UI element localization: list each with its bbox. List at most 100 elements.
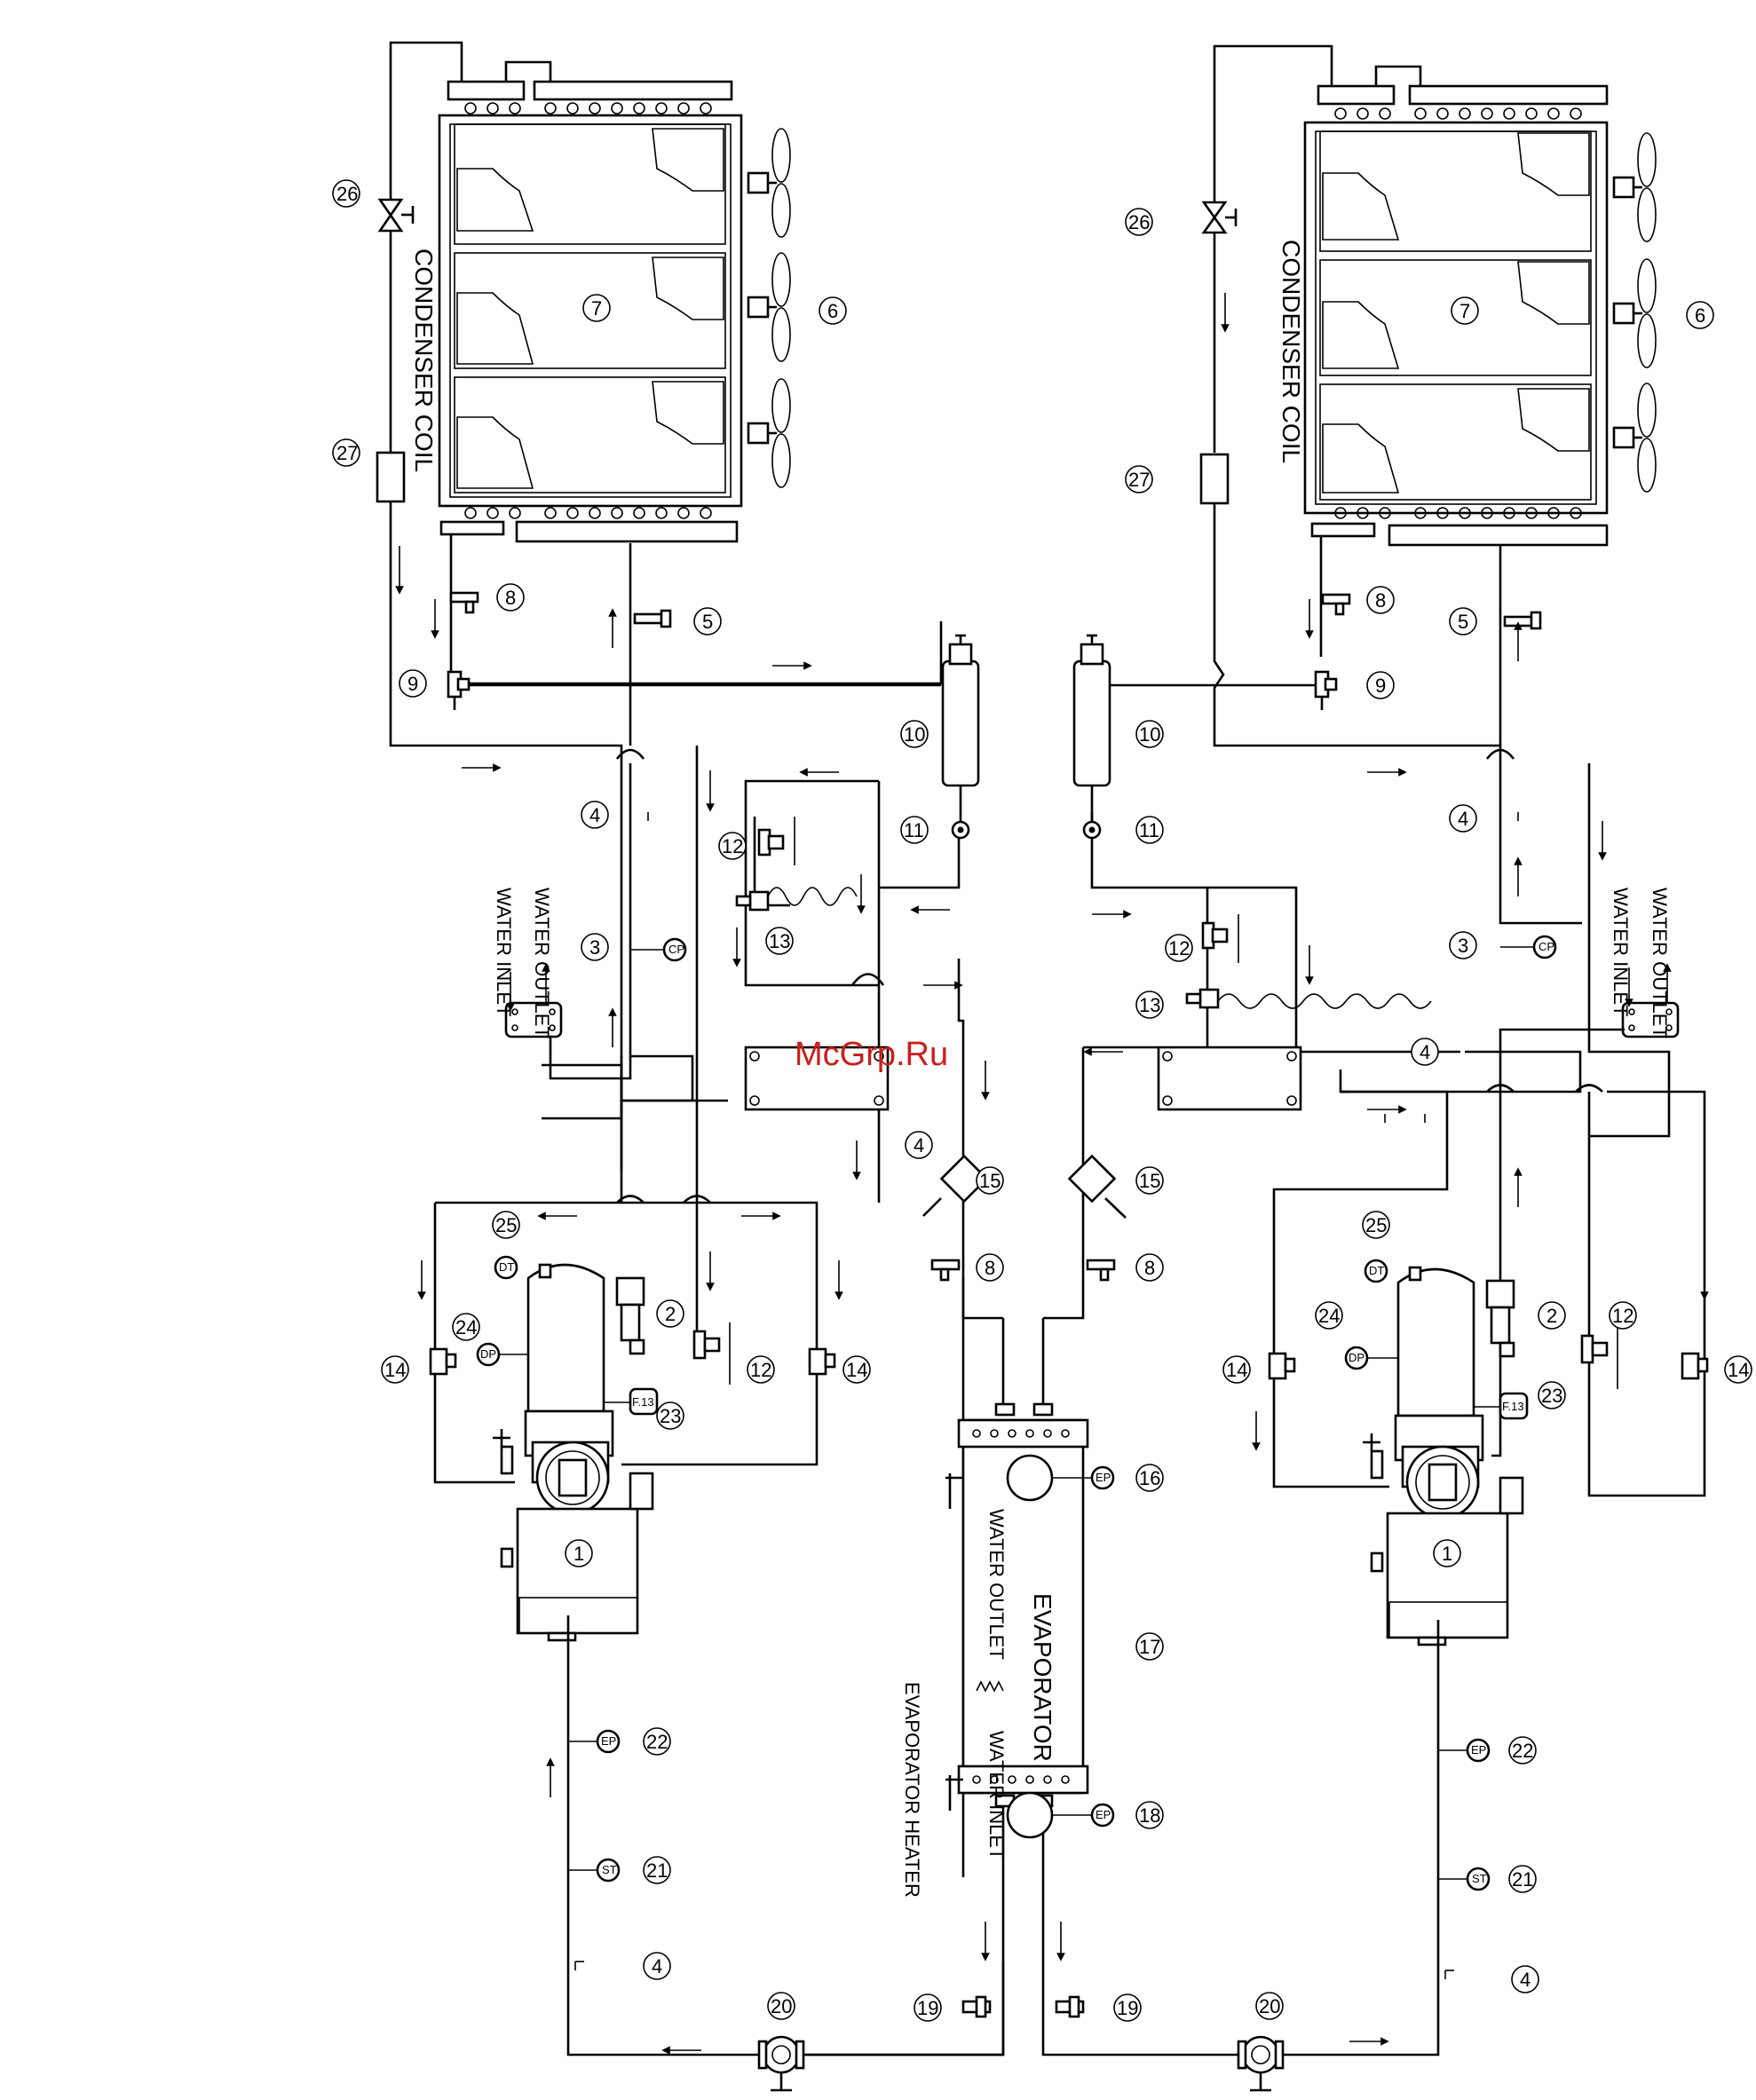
- right-service-valve-5: [1503, 611, 1542, 630]
- svg-text:13: 13: [769, 930, 790, 952]
- right-pump-20: [1237, 2035, 1285, 2092]
- left-piping: [376, 41, 1005, 2057]
- right-solenoid-9: [1314, 670, 1338, 710]
- callout-21-right: 21: [1508, 1865, 1537, 1893]
- svg-text:10: 10: [904, 723, 925, 746]
- callout-17: 17: [1135, 1632, 1164, 1661]
- right-fans: [1612, 132, 1657, 493]
- callout-7-left: 7: [582, 294, 611, 322]
- right-water-outlet-label: WATER OUTLET: [1649, 888, 1671, 1038]
- evaporator-label: EVAPORATOR: [1029, 1593, 1056, 1762]
- callout-24-right: 24: [1315, 1301, 1343, 1330]
- right-solenoid-12-upper: [1201, 914, 1239, 963]
- svg-text:EP: EP: [1096, 1471, 1111, 1484]
- left-expansion-valve-13: [735, 887, 858, 912]
- right-filter-drier-10: [1072, 634, 1111, 840]
- callout-2-left: 2: [656, 1299, 684, 1328]
- right-compressor-motor: [1386, 1512, 1509, 1639]
- callout-23-right: 23: [1538, 1381, 1566, 1409]
- callout-23-left: 23: [656, 1401, 684, 1430]
- left-solenoid-12-upper: [757, 817, 795, 865]
- evaporator: EP EP EVAPORATOR EVAPORATOR HEATER WATER…: [803, 1278, 1243, 2057]
- right-service-valve-14: [1268, 1352, 1709, 1380]
- right-service-valve-8: [1321, 593, 1351, 616]
- svg-text:27: 27: [336, 442, 358, 464]
- callout-4-right-a: 4: [1449, 804, 1477, 833]
- svg-text:5: 5: [1458, 611, 1468, 633]
- svg-text:12: 12: [1612, 1305, 1633, 1327]
- svg-text:4: 4: [1458, 808, 1468, 830]
- svg-text:12: 12: [1168, 937, 1190, 959]
- evaporator-water-inlet-nozzle: [1006, 1791, 1054, 1839]
- svg-text:24: 24: [1318, 1305, 1340, 1327]
- callout-12-left-b: 12: [747, 1355, 775, 1384]
- svg-text:1: 1: [573, 1543, 584, 1565]
- svg-text:10: 10: [1139, 723, 1160, 746]
- svg-text:15: 15: [979, 1170, 1001, 1192]
- svg-text:22: 22: [646, 1731, 668, 1753]
- callout-7-right: 7: [1451, 296, 1479, 325]
- left-water-box-3: [504, 1001, 632, 1080]
- svg-text:16: 16: [1139, 1467, 1160, 1489]
- callout-26-left: 26: [332, 179, 360, 208]
- left-service-valve-19: [961, 1995, 992, 2018]
- svg-text:EP: EP: [1096, 1808, 1111, 1821]
- svg-text:DT: DT: [1369, 1264, 1384, 1277]
- left-solenoid-12-lower: [692, 1322, 731, 1385]
- svg-text:23: 23: [660, 1405, 681, 1427]
- callout-14-left-b: 14: [842, 1355, 871, 1384]
- svg-text:8: 8: [1144, 1257, 1155, 1279]
- watermark: McGrp.Ru: [795, 1036, 948, 1073]
- svg-text:9: 9: [407, 673, 418, 695]
- callout-25-right: 25: [1362, 1211, 1390, 1239]
- left-cp-sensor: CP: [630, 937, 687, 962]
- callout-24-left: 24: [452, 1313, 480, 1341]
- svg-text:26: 26: [336, 183, 358, 205]
- svg-text:7: 7: [591, 297, 602, 320]
- callout-8-right-b: 8: [1135, 1253, 1164, 1282]
- left-water-outlet-label: WATER OUTLET: [531, 888, 553, 1038]
- svg-text:12: 12: [750, 1359, 771, 1381]
- callout-8-left-b: 8: [976, 1253, 1004, 1282]
- right-fan-2: [1612, 258, 1657, 368]
- svg-text:24: 24: [455, 1316, 477, 1338]
- right-condenser-coil: CONDENSER COIL: [1277, 84, 1609, 547]
- left-condenser-coil: CONDENSER COIL: [410, 80, 743, 543]
- right-fan-1: [1612, 132, 1657, 242]
- evaporator-heater-coil: [976, 1680, 1004, 1693]
- callout-11-right: 11: [1135, 816, 1164, 844]
- callout-25-left: 25: [492, 1211, 520, 1239]
- callout-27-left: 27: [332, 438, 360, 467]
- svg-text:EP: EP: [1471, 1743, 1486, 1757]
- svg-text:26: 26: [1128, 211, 1150, 233]
- svg-text:14: 14: [846, 1359, 867, 1381]
- callout-12-left-a: 12: [718, 832, 747, 860]
- left-solenoid-9: [447, 670, 471, 710]
- callout-12-right-a: 12: [1165, 934, 1193, 962]
- flow-arrows: [395, 293, 1709, 2055]
- left-valve-26: [377, 198, 415, 233]
- right-condenser-coil-label: CONDENSER COIL: [1277, 240, 1305, 463]
- left-sight-glass-15: [922, 1154, 989, 1217]
- svg-text:3: 3: [589, 936, 600, 959]
- left-service-valve-5: [633, 609, 672, 628]
- callout-2-right: 2: [1538, 1301, 1566, 1330]
- left-fan-1: [747, 128, 791, 238]
- callout-27-right: 27: [1125, 465, 1153, 493]
- svg-text:6: 6: [827, 300, 838, 322]
- right-circuit: CONDENSER COIL: [1055, 44, 1709, 2092]
- callout-4-right-c: 4: [1511, 1965, 1539, 1993]
- evaporator-water-inlet-label: WATER INLET: [985, 1731, 1008, 1859]
- left-filter-drier-10: [941, 634, 980, 840]
- right-check-valve-2: [1485, 1279, 1515, 1309]
- svg-text:DP: DP: [1349, 1351, 1364, 1364]
- svg-text:14: 14: [1226, 1359, 1247, 1381]
- right-service-valve-8-lower: [1086, 1259, 1116, 1282]
- left-service-valve-14: [429, 1347, 836, 1376]
- callout-8-left: 8: [496, 583, 525, 612]
- left-compressor: [493, 1263, 654, 1642]
- svg-text:DP: DP: [480, 1347, 496, 1361]
- svg-text:ST: ST: [1472, 1872, 1487, 1885]
- evaporator-heater-label: EVAPORATOR HEATER: [901, 1682, 923, 1898]
